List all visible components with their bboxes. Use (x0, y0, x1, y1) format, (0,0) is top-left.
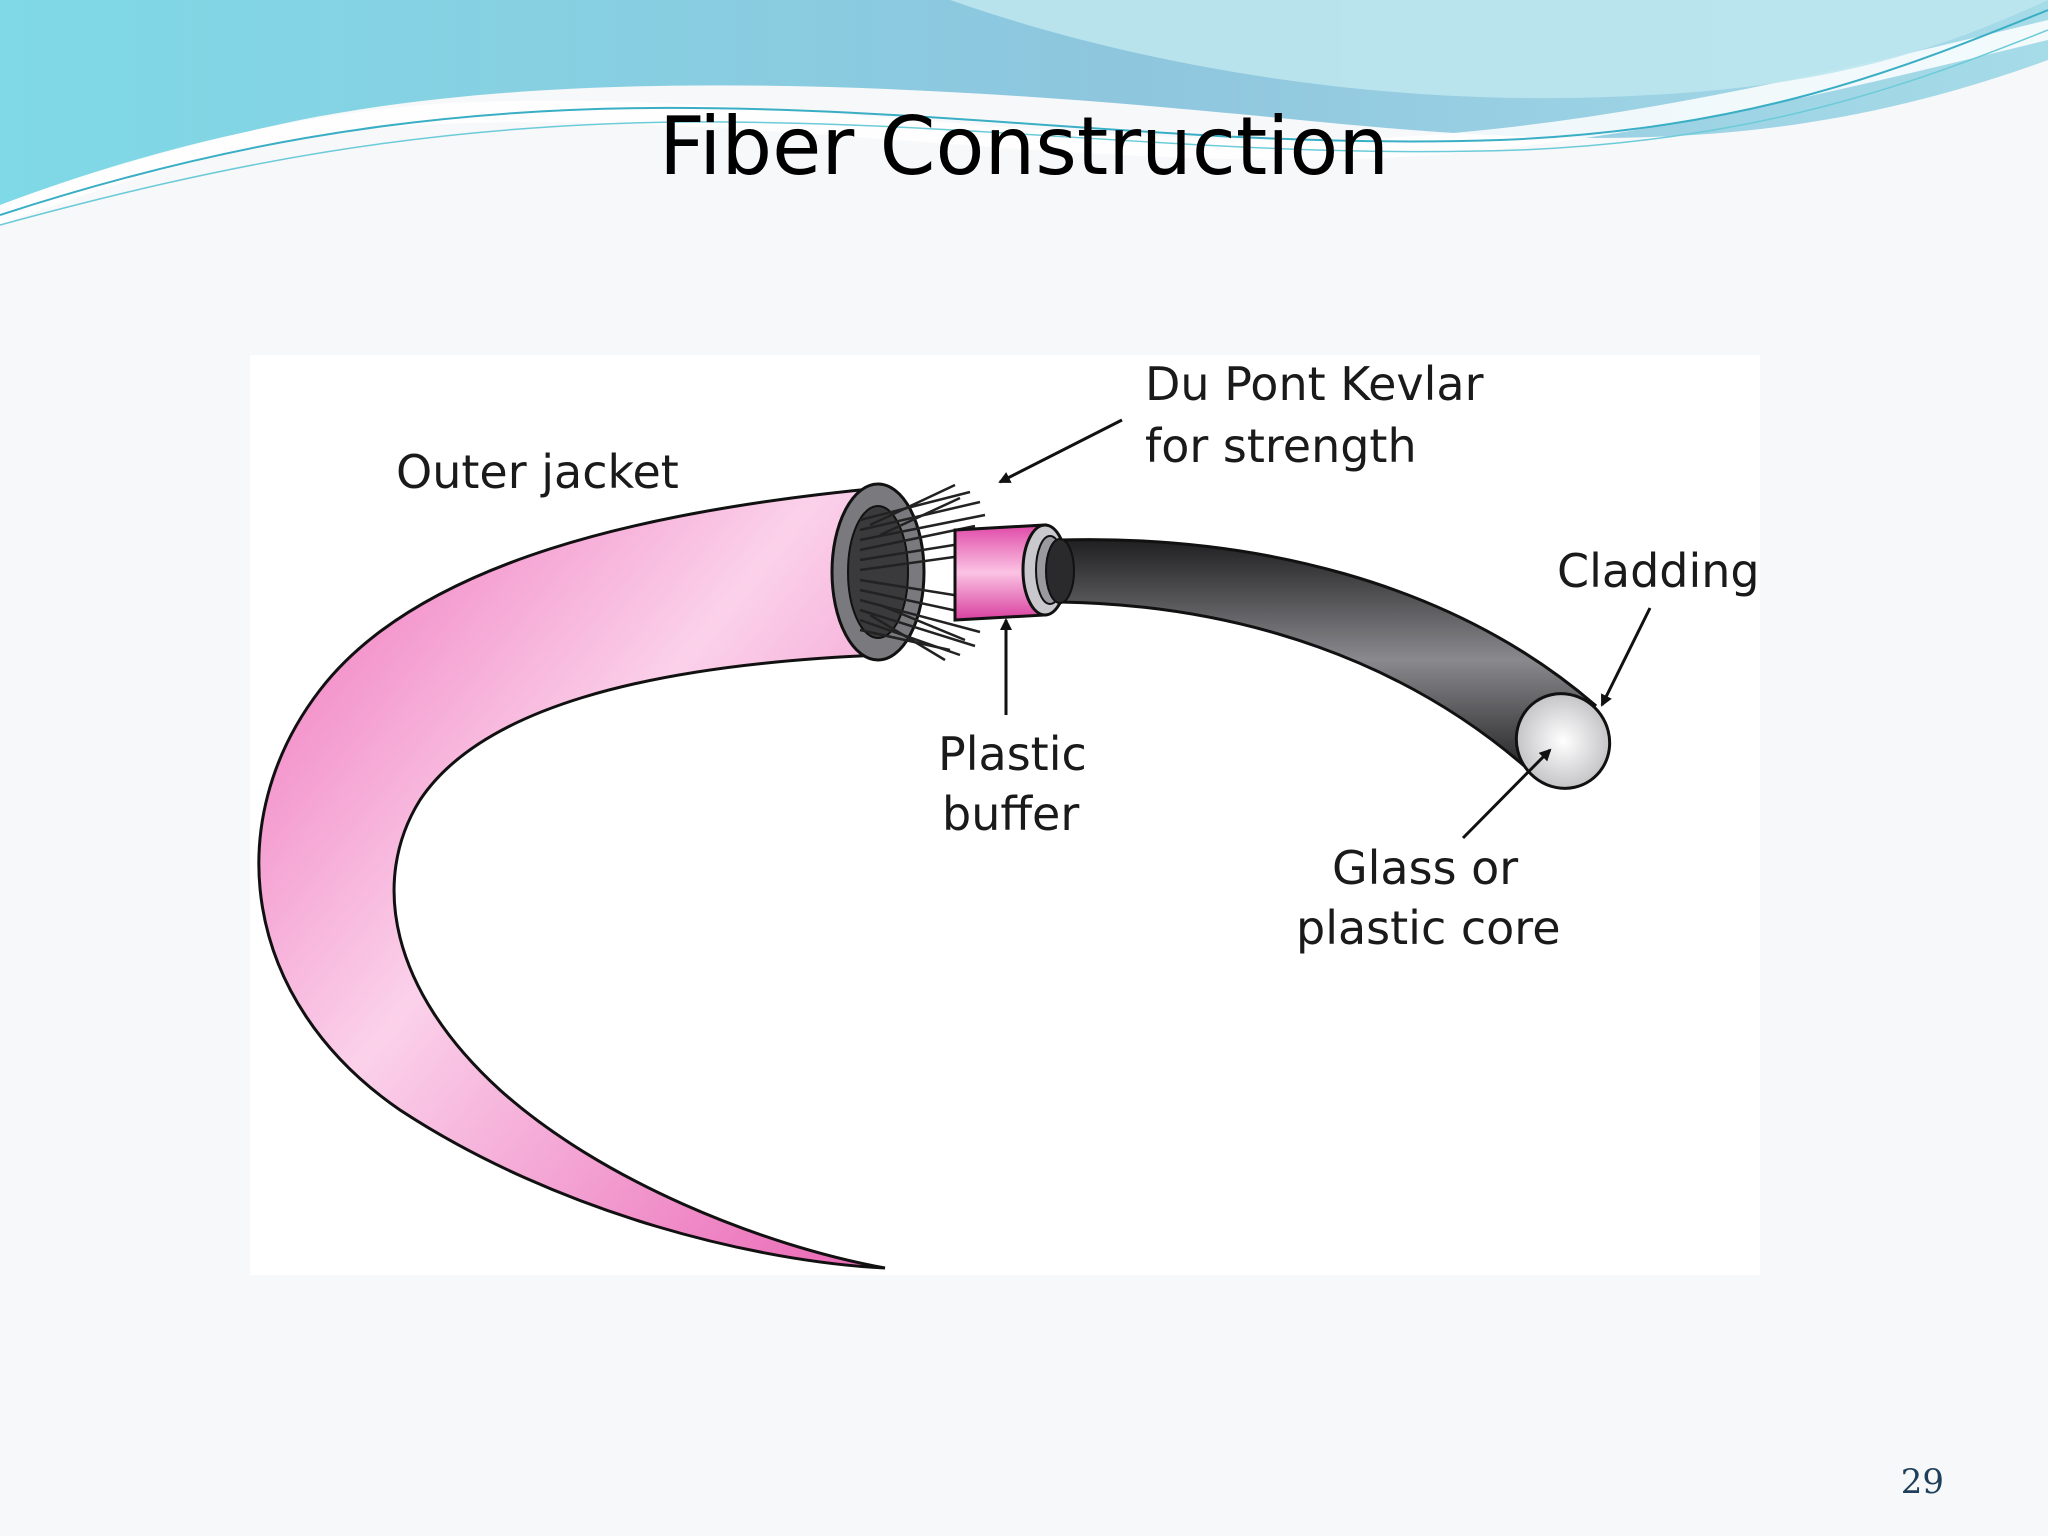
header-wave (0, 0, 2048, 226)
label-core-line2: plastic core (1296, 901, 1561, 955)
label-kevlar-line2: for strength (1145, 419, 1417, 473)
label-buffer-line1: Plastic (938, 727, 1087, 781)
kevlar-pointer (998, 418, 1123, 484)
label-buffer-line2: buffer (942, 787, 1079, 841)
label-outer-jacket: Outer jacket (396, 445, 679, 499)
label-core-line1: Glass or (1332, 841, 1518, 895)
label-kevlar-line1: Du Pont Kevlar (1145, 357, 1484, 411)
outer-jacket-shape (257, 486, 886, 1270)
slide-title: Fiber Construction (658, 100, 1390, 193)
page-number: 29 (1900, 1462, 1944, 1502)
label-cladding: Cladding (1557, 544, 1760, 598)
core-pointer (1461, 748, 1552, 840)
cladding-pointer (1600, 607, 1652, 707)
glass-core-end (1514, 692, 1612, 790)
